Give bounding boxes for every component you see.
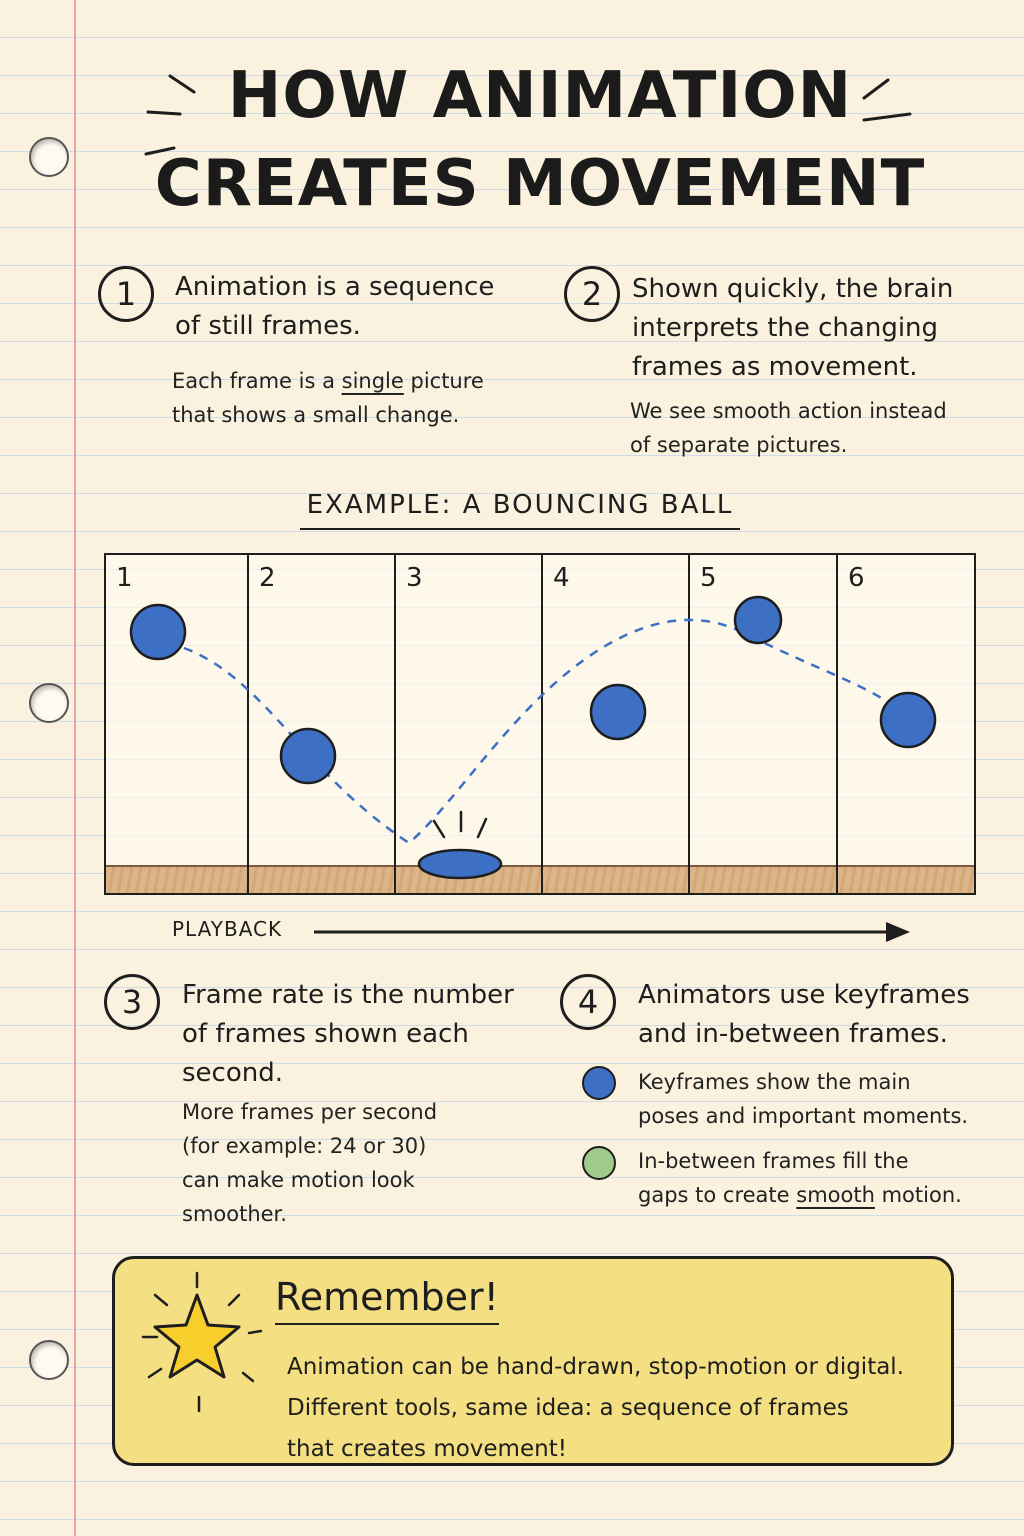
- star-shape: [153, 1293, 241, 1379]
- frame-number: 4: [553, 563, 570, 593]
- ground: [106, 865, 247, 893]
- bounce-path: [183, 618, 905, 845]
- point-4-number: 4: [560, 974, 616, 1030]
- in-between-description: In-between frames fill the gaps to creat…: [638, 1144, 962, 1212]
- point-2-body-line: of separate pictures.: [630, 433, 848, 457]
- frame-number: 5: [700, 563, 717, 593]
- title-emphasis-marks-right: [862, 78, 912, 122]
- ball-frame-6: [879, 691, 937, 749]
- margin-line: [74, 0, 76, 1536]
- frame-number: 2: [259, 563, 276, 593]
- remember-box: Remember! Animation can be hand-drawn, s…: [112, 1256, 954, 1466]
- point-3-heading: Frame rate is the number of frames shown…: [182, 976, 514, 1093]
- ball-frame-5: [733, 595, 783, 645]
- in-between-line: In-between frames fill the: [638, 1149, 909, 1173]
- point-3-body-line: smoother.: [182, 1202, 287, 1226]
- point-2-heading-line: interprets the changing: [632, 313, 939, 343]
- point-1-number: 1: [98, 266, 154, 322]
- point-4-heading-line: and in-between frames.: [638, 1019, 948, 1049]
- bounce-path-illustration: [129, 595, 937, 880]
- frame-3: 3: [394, 553, 543, 895]
- ground: [249, 865, 394, 893]
- balls: [129, 595, 937, 880]
- playback-arrow-icon: [314, 922, 910, 942]
- keyframe-dot-icon: [582, 1066, 616, 1100]
- point-1-heading-line: of still frames.: [175, 311, 361, 341]
- point-4-heading-line: Animators use keyframes: [638, 980, 970, 1010]
- remember-line: Animation can be hand-drawn, stop-motion…: [287, 1354, 905, 1380]
- point-2-body: We see smooth action instead of separate…: [630, 394, 947, 462]
- title-emphasis-marks-left: [144, 74, 196, 156]
- remember-line: that creates movement!: [287, 1436, 567, 1462]
- page-title-line-1: HOW ANIMATION: [227, 59, 853, 133]
- remember-title: Remember!: [275, 1275, 499, 1325]
- example-title: EXAMPLE: A BOUNCING BALL: [300, 490, 740, 530]
- frame-number: 6: [848, 563, 865, 593]
- point-1-body: Each frame is a single picture that show…: [172, 364, 484, 432]
- page-title-line-2: CREATES MOVEMENT: [154, 147, 926, 221]
- point-1-body-line: Each frame is a single picture: [172, 369, 484, 393]
- point-2-heading: Shown quickly, the brain interprets the …: [632, 270, 953, 387]
- in-between-line: gaps to create smooth motion.: [638, 1183, 962, 1207]
- point-1-heading-line: Animation is a sequence: [175, 272, 495, 302]
- impact-marks: [432, 810, 488, 839]
- point-4-heading: Animators use keyframes and in-between f…: [638, 976, 970, 1054]
- binder-hole: [29, 1340, 69, 1380]
- ball-frame-2: [279, 727, 337, 785]
- point-3-heading-line: second.: [182, 1058, 283, 1088]
- frame-6: 6: [836, 553, 976, 895]
- point-3-body-line: (for example: 24 or 30): [182, 1134, 427, 1158]
- ground: [690, 865, 836, 893]
- binder-hole: [29, 683, 69, 723]
- ground: [838, 865, 974, 893]
- frame-1: 1: [104, 553, 249, 895]
- frame-2: 2: [247, 553, 396, 895]
- keyframes-description: Keyframes show the main poses and import…: [638, 1065, 968, 1133]
- ground: [543, 865, 688, 893]
- point-1-body-line: that shows a small change.: [172, 403, 460, 427]
- ball-frame-1: [129, 603, 187, 661]
- point-3-body-line: can make motion look: [182, 1168, 415, 1192]
- frame-number: 3: [406, 563, 423, 593]
- point-2-heading-line: frames as movement.: [632, 352, 918, 382]
- ball-frame-3: [417, 848, 503, 880]
- point-3-heading-line: Frame rate is the number: [182, 980, 514, 1010]
- frame-strip: 1 2 3 4 5 6: [104, 553, 976, 895]
- remember-text: Animation can be hand-drawn, stop-motion…: [287, 1347, 947, 1470]
- point-3-body-line: More frames per second: [182, 1100, 438, 1124]
- remember-line: Different tools, same idea: a sequence o…: [287, 1395, 849, 1421]
- point-1-heading: Animation is a sequence of still frames.: [175, 268, 494, 346]
- frame-number: 1: [116, 563, 133, 593]
- point-3-heading-line: of frames shown each: [182, 1019, 469, 1049]
- keyframes-line: poses and important moments.: [638, 1104, 969, 1128]
- point-3-number: 3: [104, 974, 160, 1030]
- underlined-word: smooth: [796, 1183, 875, 1207]
- playback-label: PLAYBACK: [172, 917, 283, 941]
- ball-frame-4: [589, 683, 647, 741]
- star-icon: [141, 1271, 263, 1413]
- keyframes-line: Keyframes show the main: [638, 1070, 911, 1094]
- point-2-body-line: We see smooth action instead: [630, 399, 947, 423]
- in-between-dot-icon: [582, 1146, 616, 1180]
- underlined-word: single: [341, 369, 404, 393]
- point-2-number: 2: [564, 266, 620, 322]
- binder-hole: [29, 137, 69, 177]
- point-2-heading-line: Shown quickly, the brain: [632, 274, 954, 304]
- point-3-body: More frames per second (for example: 24 …: [182, 1095, 437, 1231]
